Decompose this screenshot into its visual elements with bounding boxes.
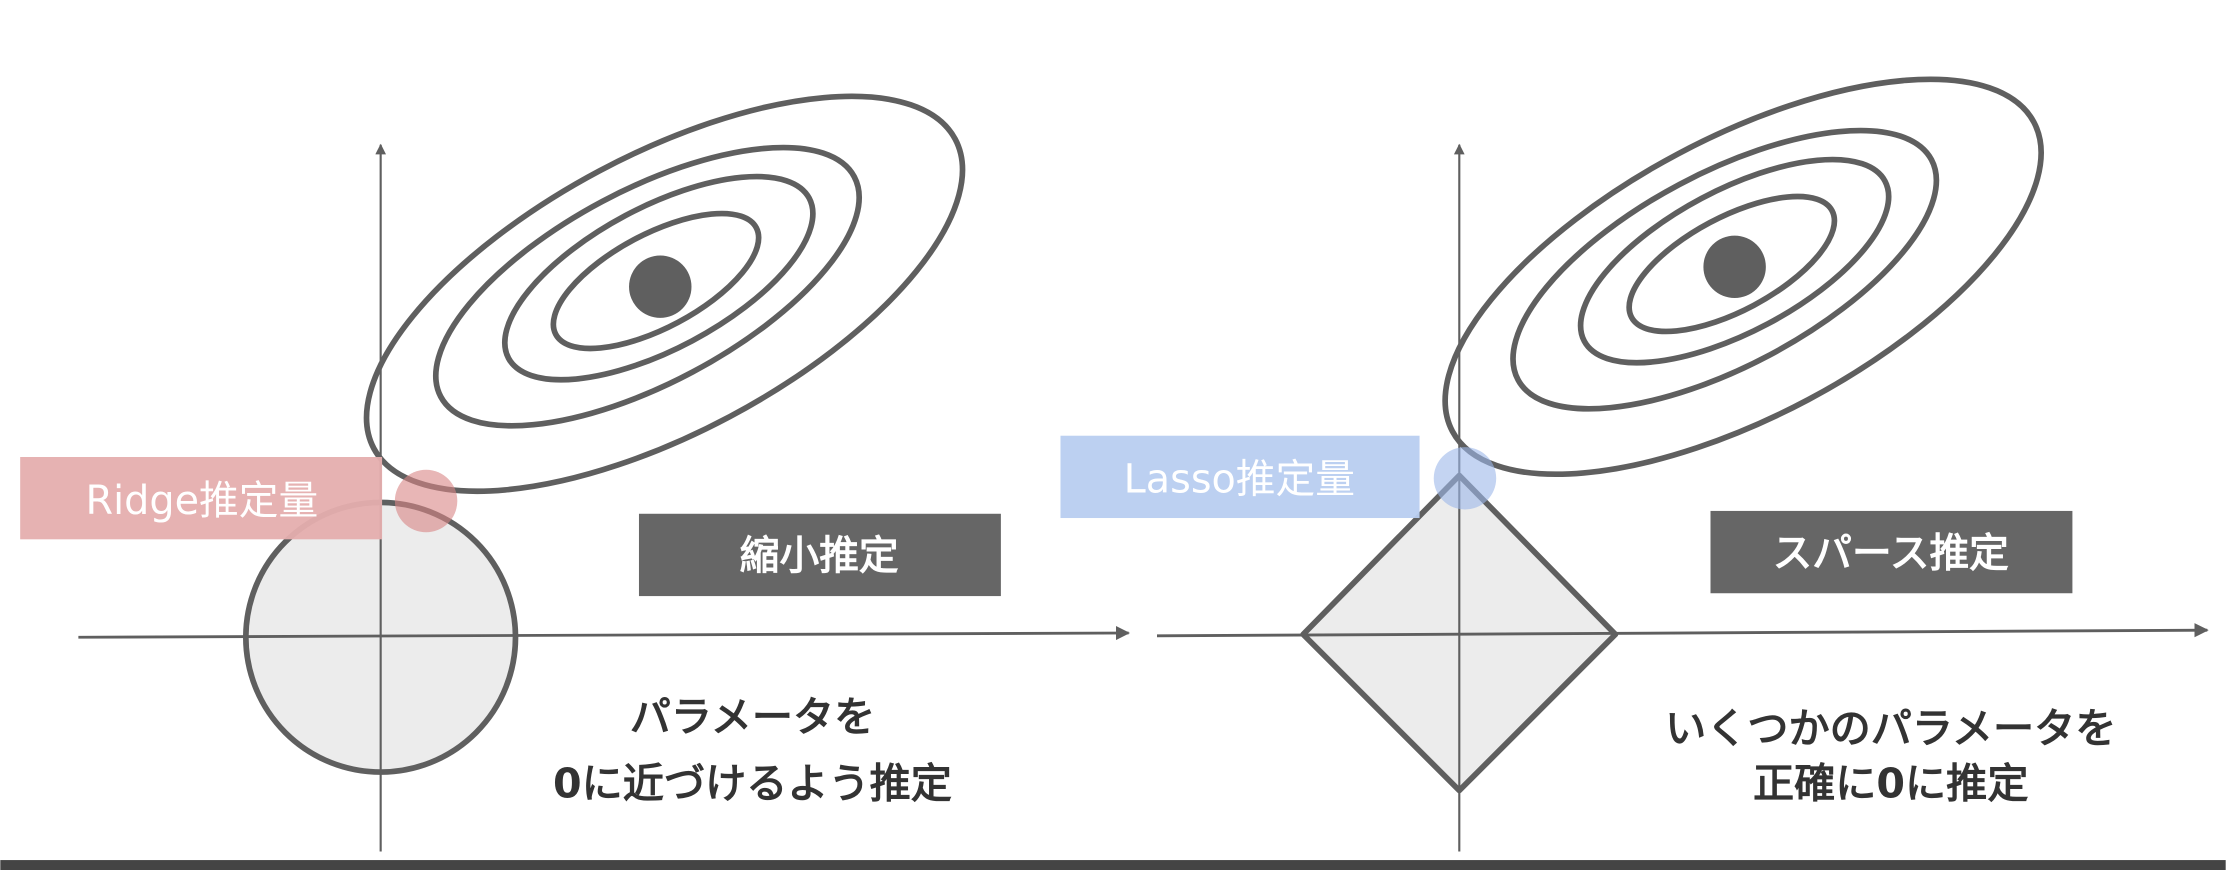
ridge-tag-box [638,513,1001,597]
lasso-label: Lasso推定量 [1124,456,1355,502]
contour-ellipse [363,93,966,495]
ols-estimate-dot [629,255,692,318]
ols-estimate-dot [1703,235,1766,299]
lasso-tag: スパース推定 [1773,530,2010,576]
ridge-estimate-point [394,469,458,533]
contour-ellipse [432,144,862,429]
bottom-bar [0,860,2226,870]
contour-ellipse [1510,127,1940,412]
ridge-x-axis [78,625,1131,641]
lasso-label-box [1060,435,1420,519]
lasso-panel: Lasso推定量 スパース推定 いくつかのパラメータを 正確に0に推定 [1060,76,2209,852]
ridge-caption-line-2: 0に近づけるよう推定 [553,760,952,808]
contour-ellipse [550,210,762,352]
ridge-panel: Ridge推定量 縮小推定 パラメータを 0に近づけるよう推定 [20,93,1131,852]
ridge-contours [363,93,966,495]
contour-ellipse [1626,193,1838,335]
ridge-label-box [20,456,383,540]
lasso-tag-box [1710,510,2073,594]
ridge-label: Ridge推定量 [86,478,319,524]
lasso-contours [1442,76,2044,478]
contour-ellipse [501,173,816,383]
lasso-estimate-point [1433,447,1497,510]
lasso-caption-line-2: 正確に0に推定 [1753,760,2028,808]
contour-ellipse [1442,76,2044,478]
contour-ellipse [1577,156,1892,366]
lasso-x-axis [1156,623,2209,638]
ridge-tag: 縮小推定 [740,533,899,579]
ridge-caption-line-1: パラメータを [630,693,876,741]
lasso-caption-line-1: いくつかのパラメータを [1665,704,2116,752]
